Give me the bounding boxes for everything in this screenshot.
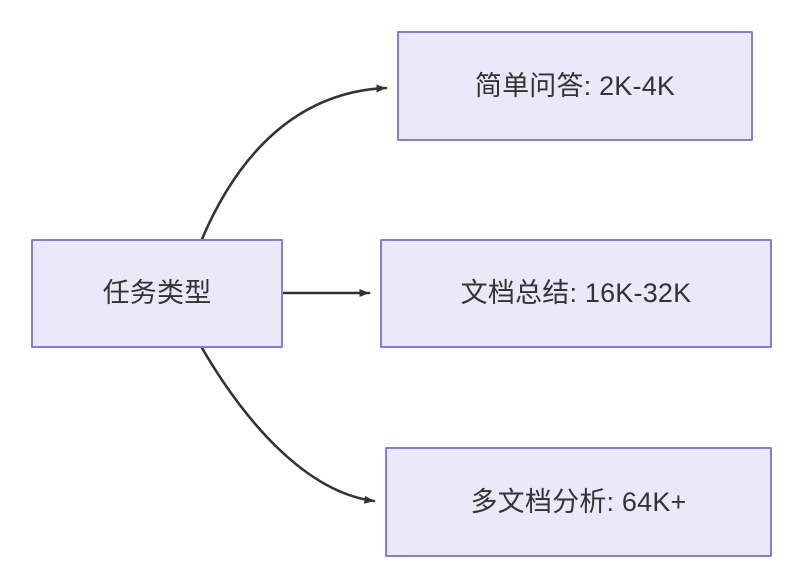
node-task-type[interactable]: 任务类型: [31, 239, 283, 348]
node-multi-doc[interactable]: 多文档分析: 64K+: [385, 447, 772, 557]
node-doc-summary-label: 文档总结: 16K-32K: [460, 278, 692, 309]
node-simple-qa-label: 简单问答: 2K-4K: [474, 70, 676, 101]
edge-source-to-simple-qa: [200, 84, 388, 241]
node-multi-doc-label: 多文档分析: 64K+: [470, 486, 687, 517]
node-task-type-label: 任务类型: [102, 278, 212, 309]
edge-source-to-multi-doc: [200, 346, 376, 504]
node-simple-qa[interactable]: 简单问答: 2K-4K: [397, 31, 753, 141]
node-doc-summary[interactable]: 文档总结: 16K-32K: [380, 239, 772, 348]
